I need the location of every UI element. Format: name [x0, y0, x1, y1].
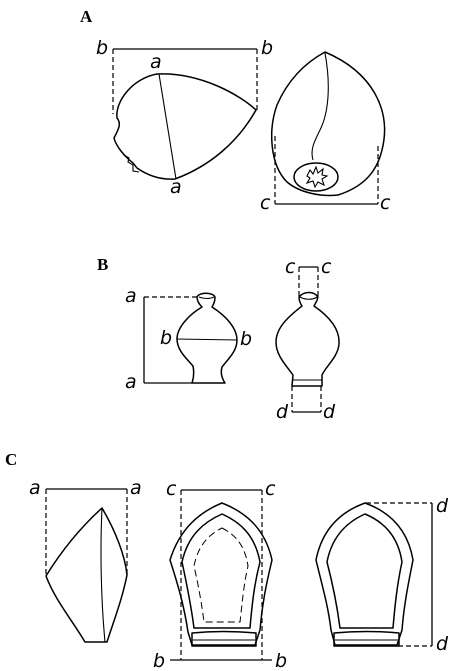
leaf-abaxial-outline	[270, 51, 386, 197]
leaf-abaxial-view: c c	[260, 51, 391, 214]
dimension-d-top-label: d	[436, 495, 449, 517]
leaf-midrib	[311, 52, 329, 161]
dimension-d-right-label: d	[323, 401, 336, 423]
panel-c-label: C	[5, 450, 17, 469]
dimension-a-bottom-label: a	[125, 371, 137, 393]
dimension-a-bottom-label: a	[170, 176, 182, 198]
section-plain-base	[333, 630, 400, 647]
leaf-lateral-outline	[113, 73, 257, 180]
dimension-d-bottom-label: d	[436, 633, 449, 655]
dimension-b-chord	[176, 338, 238, 341]
fruit-right: c c d d	[275, 256, 340, 423]
panel-b-label: B	[97, 255, 108, 274]
panel-c: C a a c c b b	[5, 450, 449, 671]
dimension-c-left-label: c	[166, 478, 177, 500]
section-dashed-core	[193, 527, 249, 623]
section-plain: d d	[315, 495, 449, 655]
dimension-c-left-label: c	[260, 192, 271, 214]
fruit-right-apex	[299, 296, 318, 300]
dimension-c-left-label: c	[285, 256, 296, 278]
dimension-a-chord	[158, 73, 177, 180]
fruit-right-outline	[275, 291, 340, 387]
section-plain-outer	[315, 502, 414, 646]
dimension-a-right-label: a	[130, 477, 142, 499]
dimension-b-left-label: b	[160, 327, 172, 349]
section-dashed: c c b b	[153, 478, 287, 671]
section-plain-inner	[326, 513, 403, 629]
fruit-left-apex	[198, 296, 215, 300]
bract-outline	[45, 507, 128, 643]
fruit-left-outline	[176, 292, 238, 384]
section-dashed-outer	[169, 502, 273, 646]
dimension-b-left-label: b	[96, 37, 108, 59]
panel-b: B a a b b c c d d	[97, 255, 340, 423]
dimension-c-right-label: c	[321, 256, 332, 278]
leaf-scar-inner	[305, 165, 329, 189]
dimension-b-right-label: b	[240, 328, 252, 350]
dimension-a-left-label: a	[29, 477, 41, 499]
leaf-base-stub	[123, 154, 140, 173]
dimension-b-left-label: b	[153, 650, 165, 671]
panel-a: A b b a a c c	[80, 7, 391, 214]
bract: a a	[29, 477, 142, 643]
bract-keel	[100, 507, 106, 643]
panel-a-label: A	[80, 7, 93, 26]
fruit-left: a a b b	[125, 285, 252, 393]
leaf-scar-outer	[293, 162, 339, 192]
dimension-b-right-label: b	[275, 650, 287, 671]
section-dashed-inner	[181, 513, 261, 629]
dimension-a-top-label: a	[150, 51, 162, 73]
dimension-b-right-label: b	[261, 37, 273, 59]
dimension-c-right-label: c	[265, 478, 276, 500]
dimension-d-left-label: d	[276, 401, 289, 423]
leaf-lateral-view: b b a a	[96, 37, 273, 198]
dimension-a-top-label: a	[125, 285, 137, 307]
section-dashed-base	[191, 630, 257, 647]
dimension-c-right-label: c	[380, 192, 391, 214]
